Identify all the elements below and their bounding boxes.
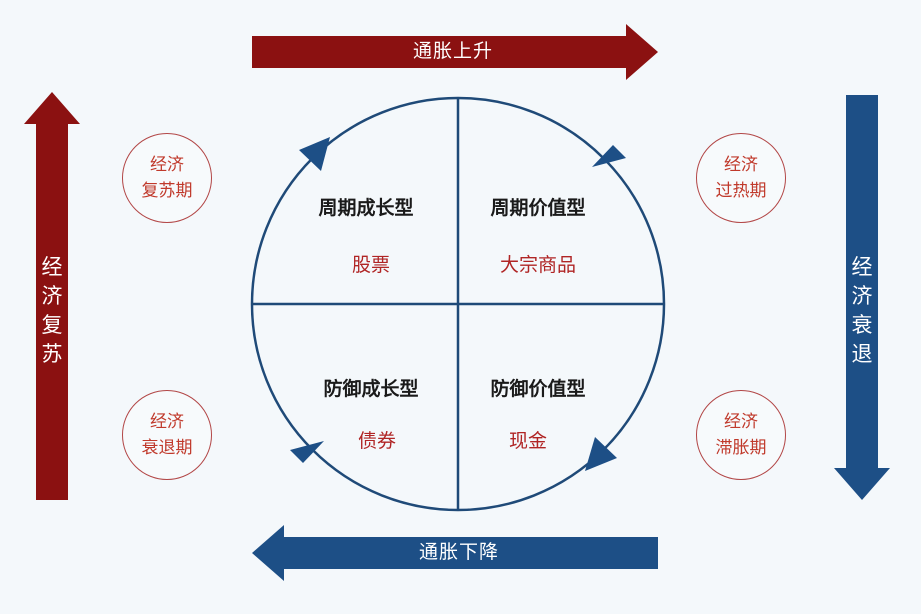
phase-stagflation-line1: 经济 <box>724 412 758 432</box>
phase-stagflation-line2: 滞胀期 <box>715 438 767 458</box>
inflation-falling-arrow <box>252 525 658 581</box>
inflation-rising-label: 通胀上升 <box>412 40 493 62</box>
economic-recovery-arrow <box>24 92 80 500</box>
phase-overheat-badge: 经济 过热期 <box>696 133 786 223</box>
phase-recovery-badge: 经济 复苏期 <box>122 133 212 223</box>
phase-recession-line2: 衰退期 <box>141 438 193 458</box>
quadrant-bottom-right-asset: 现金 <box>508 430 547 452</box>
phase-recovery-line2: 复苏期 <box>141 181 193 201</box>
quadrant-top-left-asset: 股票 <box>351 254 390 276</box>
clockwise-arrowhead-bottom-left <box>290 441 324 463</box>
quadrant-top-right-title: 周期价值型 <box>490 197 586 219</box>
phase-recession-line1: 经济 <box>150 412 184 432</box>
quadrant-top-left-title: 周期成长型 <box>318 197 414 219</box>
phase-overheat-line1: 经济 <box>724 155 758 175</box>
clockwise-arrowhead-top-left <box>299 137 330 171</box>
phase-recovery-line1: 经济 <box>150 155 184 175</box>
economic-recession-arrow <box>834 95 890 500</box>
clockwise-arrowhead-top-right <box>592 145 626 167</box>
inflation-falling-label: 通胀下降 <box>418 541 499 563</box>
economic-recession-label: 经济衰退 <box>851 255 873 366</box>
quadrant-bottom-left-title: 防御成长型 <box>323 378 419 400</box>
quadrant-bottom-left-asset: 债券 <box>357 430 396 452</box>
clockwise-arrowhead-bottom-right <box>585 437 617 471</box>
quadrant-bottom-right-title: 防御价值型 <box>490 378 586 400</box>
phase-recession-badge: 经济 衰退期 <box>122 390 212 480</box>
phase-stagflation-badge: 经济 滞胀期 <box>696 390 786 480</box>
phase-overheat-line2: 过热期 <box>715 181 767 201</box>
inflation-rising-arrow <box>252 24 658 80</box>
economic-recovery-label: 经济复苏 <box>41 255 63 366</box>
quadrant-top-right-asset: 大宗商品 <box>499 254 576 276</box>
